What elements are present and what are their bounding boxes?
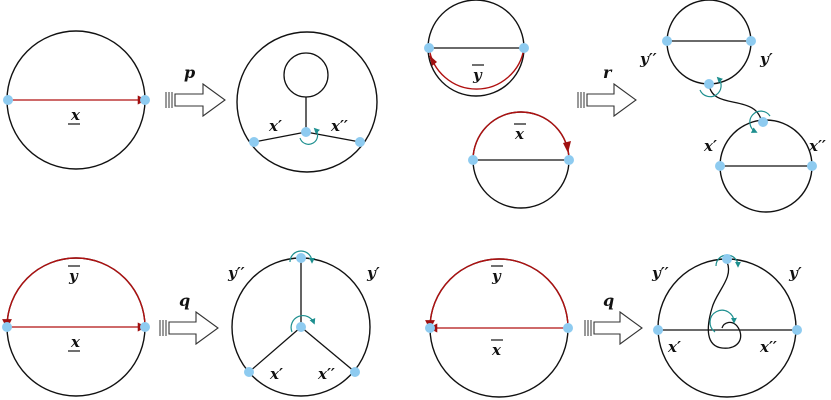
q2-node-right — [563, 323, 573, 333]
r-top-chord-label: y — [472, 66, 483, 84]
r-source-bottom-figure: x — [468, 111, 574, 209]
q1-top-right-label: y′ — [366, 264, 380, 282]
q1-top-left-label: y′′ — [227, 264, 245, 282]
q1-bottom-right-label: x′′ — [317, 365, 335, 383]
r-top-circle-node — [704, 79, 714, 89]
q2-crossing-curve — [707, 261, 742, 349]
q2-bottom-right-label: x′′ — [759, 338, 777, 356]
r-top-left-label: y′′ — [639, 50, 657, 68]
q1-transform-arrow: q — [159, 291, 219, 346]
r-source-top-figure: y — [424, 0, 529, 97]
q2-top-right-label: y′ — [788, 264, 802, 282]
p-right-node — [355, 137, 365, 147]
r-transform-arrow: r — [577, 63, 637, 118]
p-result-figure: x′ x′′ — [236, 31, 378, 173]
panel-q1: y x q y′′ y′ x′ x′′ — [2, 250, 380, 397]
p-arrow-label: p — [184, 63, 195, 82]
p-transform-arrow: p — [165, 63, 226, 118]
r-node-right-bottom — [807, 161, 817, 171]
q2-chord-label: x — [491, 341, 502, 359]
q2-top-left-label: y′′ — [651, 264, 669, 282]
q2-result-figure: y′′ y′ x′ x′′ — [651, 254, 802, 398]
r-bottom-node-left — [468, 155, 478, 165]
p-inner-loop — [283, 52, 329, 98]
q2-top-node — [722, 254, 732, 264]
r-connecting-curve — [708, 83, 763, 125]
q1-arrow-label: q — [179, 291, 190, 310]
r-top-node-left — [424, 43, 434, 53]
q2-right-node — [792, 325, 802, 335]
r-result-figure: y′′ y′ x′ x′′ — [639, 0, 826, 213]
r-top-right-label: y′ — [759, 50, 773, 68]
q2-arc-label: y — [491, 267, 502, 285]
panel-r: y x r — [424, 0, 826, 213]
r-node-right-top — [746, 36, 756, 46]
r-top-node-right — [519, 43, 529, 53]
panel-p: x p x′ x′′ — [3, 30, 378, 173]
p-left-node-label: x′ — [268, 117, 282, 135]
p-node-right — [140, 95, 150, 105]
r-bottom-right-label: x′′ — [808, 137, 826, 155]
q2-arrow-label: q — [603, 291, 614, 310]
p-center-node — [301, 127, 311, 137]
q1-left-node — [244, 367, 254, 377]
r-bottom-circle-node — [758, 117, 768, 127]
r-bottom-node-right — [564, 155, 574, 165]
q1-right-node — [350, 367, 360, 377]
q1-result-figure: y′′ y′ x′ x′′ — [227, 250, 380, 397]
q1-node-right — [140, 322, 150, 332]
q2-source-figure: y x — [425, 258, 573, 398]
q1-arc-label: y — [68, 267, 79, 285]
q2-transform-arrow: q — [584, 291, 643, 346]
q1-center-node — [296, 322, 306, 332]
p-right-node-label: x′′ — [330, 117, 348, 135]
r-node-left-top — [662, 36, 672, 46]
panel-q2: y x q y′′ y′ x′ x′′ — [425, 254, 802, 398]
p-source-figure: x — [3, 30, 150, 170]
q1-source-figure: y x — [2, 257, 150, 397]
q1-chord-label: x — [70, 333, 81, 351]
r-bottom-left-label: x′ — [703, 137, 717, 155]
p-edge-label: x — [70, 106, 81, 124]
q2-node-left — [425, 323, 435, 333]
q1-bottom-left-label: x′ — [269, 365, 283, 383]
r-bottom-chord-label: x — [514, 125, 525, 143]
p-left-node — [249, 137, 259, 147]
r-arrow-label: r — [603, 63, 613, 82]
q2-left-node — [653, 325, 663, 335]
r-node-left-bottom — [715, 161, 725, 171]
p-node-left — [3, 95, 13, 105]
q1-node-left — [2, 322, 12, 332]
q2-bottom-left-label: x′ — [667, 338, 681, 356]
q1-top-node — [296, 253, 306, 263]
